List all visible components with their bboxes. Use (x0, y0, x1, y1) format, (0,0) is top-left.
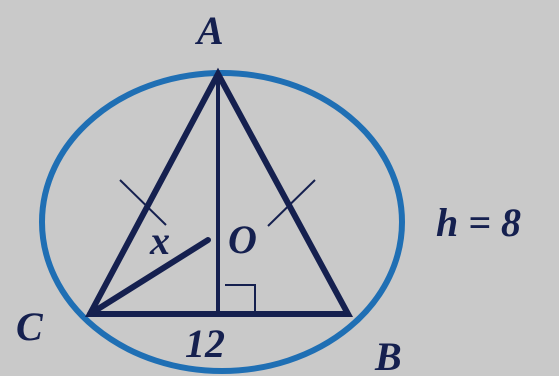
height-equation-label: h = 8 (436, 200, 521, 245)
base-length-label: 12 (185, 321, 225, 366)
center-o-label: O (228, 217, 257, 262)
radius-segment-x (87, 237, 211, 317)
bisector-mark-left (119, 179, 167, 226)
segment-x-label: x (149, 218, 170, 263)
circumcircle (39, 70, 405, 374)
vertex-a-label: A (194, 8, 224, 53)
vertex-c-label: C (16, 304, 44, 349)
vertex-b-label: B (374, 334, 402, 376)
bisector-mark-right (267, 179, 316, 227)
right-angle-mark (225, 284, 256, 312)
